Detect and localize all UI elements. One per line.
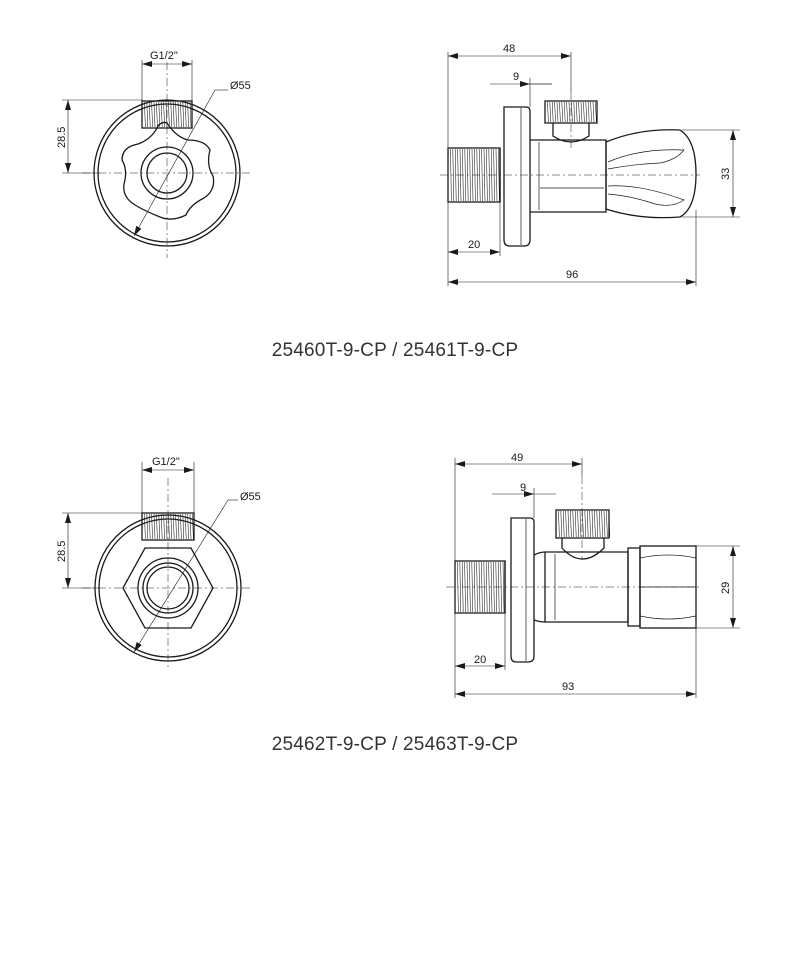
side-top-outlet bbox=[555, 509, 611, 560]
side-overall-length: 96 bbox=[566, 269, 578, 281]
front-thread-stub bbox=[141, 512, 195, 541]
product-1-side-view: 48 9 20 96 33 bbox=[440, 43, 740, 286]
product-1-front-view: G1/2" Ø55 28.5 bbox=[56, 50, 252, 258]
product-2-caption: 25462T-9-CP / 25463T-9-CP bbox=[272, 734, 519, 755]
front-diameter-label: Ø55 bbox=[230, 80, 251, 92]
product-1-caption: 25460T-9-CP / 25461T-9-CP bbox=[272, 340, 519, 361]
front-thread-label: G1/2" bbox=[152, 456, 180, 468]
product-2-side-view: 49 9 20 93 29 bbox=[446, 452, 740, 698]
side-length-to-outlet: 48 bbox=[503, 43, 515, 55]
hex-nut bbox=[122, 547, 214, 629]
side-flange bbox=[510, 517, 535, 663]
front-height-label: 28.5 bbox=[56, 541, 68, 562]
front-height-label: 28.5 bbox=[56, 127, 68, 148]
side-inlet-length: 20 bbox=[468, 239, 480, 251]
side-handle bbox=[605, 129, 697, 219]
side-length-to-outlet: 49 bbox=[511, 452, 523, 464]
side-handle-height: 29 bbox=[720, 582, 732, 594]
side-body bbox=[530, 139, 607, 213]
front-diameter-label: Ø55 bbox=[240, 491, 261, 503]
side-inlet-length: 20 bbox=[474, 654, 486, 666]
front-thread-label: G1/2" bbox=[150, 50, 178, 62]
side-flange bbox=[503, 106, 531, 247]
side-flange-offset: 9 bbox=[520, 482, 526, 494]
side-overall-length: 93 bbox=[562, 681, 574, 693]
side-handle-height: 33 bbox=[720, 168, 732, 180]
product-2-front-view: G1/2" Ø55 28.5 bbox=[56, 456, 261, 670]
side-top-outlet bbox=[544, 100, 598, 143]
star-handle bbox=[121, 121, 215, 220]
side-flange-offset: 9 bbox=[513, 71, 519, 83]
